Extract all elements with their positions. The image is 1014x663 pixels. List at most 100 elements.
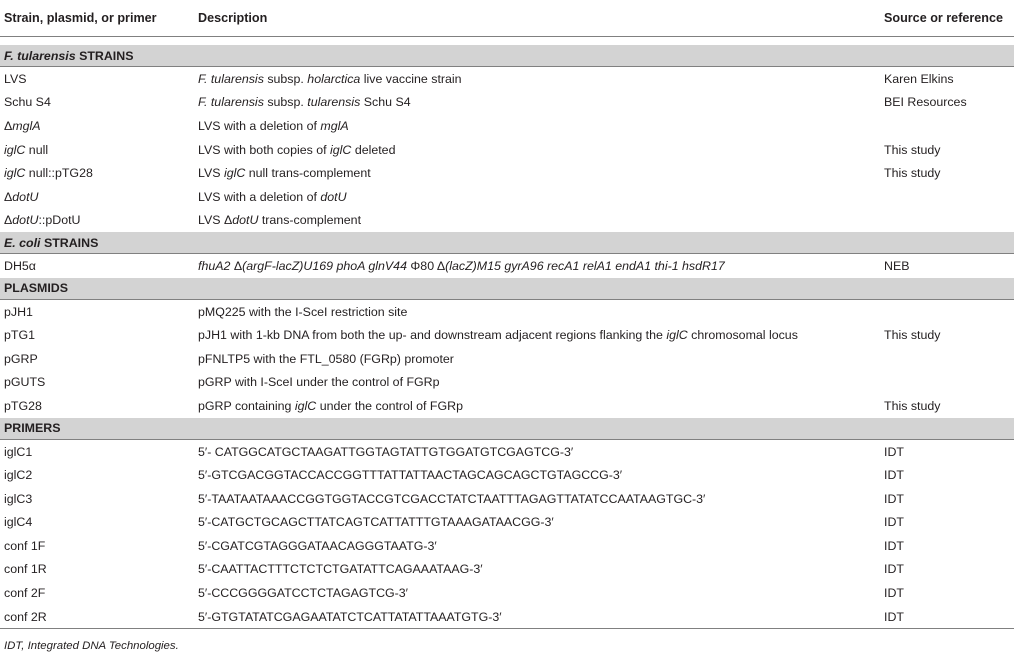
section-header: F. tularensis STRAINS [0, 45, 1014, 67]
cell-source [880, 347, 1014, 371]
col-header-description: Description [194, 0, 880, 37]
cell-name: iglC2 [4, 468, 33, 483]
table-row: iglC2 5′-GTCGACGGTACCACCGGTTTATTATTAACTAG… [0, 463, 1014, 487]
section-title: PRIMERS [0, 417, 1014, 440]
cell-description: pJH1 with 1-kb DNA from both the up- and… [198, 328, 798, 343]
cell-source: This study [884, 398, 941, 413]
table-row: conf 2F 5′-CCCGGGGATCCTCTAGAGTCG-3′ IDT [0, 581, 1014, 605]
cell-source: IDT [884, 515, 904, 530]
cell-description: 5′-CCCGGGGATCCTCTAGAGTCG-3′ [198, 586, 409, 601]
cell-name: pGRP [4, 351, 38, 366]
cell-source: IDT [884, 538, 904, 553]
table-row: pTG28 pGRP containing iglC under the cont… [0, 394, 1014, 418]
cell-description: pGRP with I-SceI under the control of FG… [198, 375, 440, 390]
cell-source: IDT [884, 586, 904, 601]
cell-source: IDT [884, 444, 904, 459]
table-row: Schu S4 F. tularensis subsp. tularensis S… [0, 91, 1014, 115]
cell-source [880, 185, 1014, 209]
cell-description: fhuA2 Δ(argF-lacZ)U169 phoA glnV44 Φ80 Δ… [198, 258, 725, 273]
header-row: Strain, plasmid, or primer Description S… [0, 0, 1014, 37]
cell-description: F. tularensis subsp. holarctica live vac… [198, 71, 462, 86]
table-row: pTG1 pJH1 with 1-kb DNA from both the up-… [0, 323, 1014, 347]
cell-source: NEB [884, 258, 910, 273]
cell-name: DH5α [4, 258, 36, 273]
cell-description: 5′-CGATCGTAGGGATAACAGGGTAATG-3′ [198, 538, 437, 553]
cell-source [880, 299, 1014, 323]
cell-description: pFNLTP5 with the FTL_0580 (FGRp) promote… [198, 351, 454, 366]
table-row: iglC3 5′-TAATAATAAACCGGTGGTACCGTCGACCTATC… [0, 487, 1014, 511]
table-row: ΔmglA LVS with a deletion of mglA [0, 114, 1014, 138]
table-footnote: IDT, Integrated DNA Technologies. [4, 640, 179, 653]
table-row: pGRP pFNLTP5 with the FTL_0580 (FGRp) pro… [0, 347, 1014, 371]
table-body: F. tularensis STRAINS LVS F. tularensis su… [0, 45, 1014, 630]
table-row: ΔdotU::pDotU LVS ΔdotU trans-complement [0, 209, 1014, 233]
cell-source: This study [884, 142, 941, 157]
cell-description: 5′-TAATAATAAACCGGTGGTACCGTCGACCTATCTAATT… [198, 491, 706, 506]
cell-description: 5′- CATGGCATGCTAAGATTGGTAGTATTGTGGATGTCG… [198, 444, 574, 459]
cell-description: pGRP containing iglC under the control o… [198, 398, 463, 413]
cell-name: Schu S4 [4, 95, 51, 110]
cell-name: pJH1 [4, 304, 33, 319]
cell-description: LVS with both copies of iglC deleted [198, 142, 396, 157]
cell-description: LVS iglC null trans-complement [198, 166, 371, 181]
cell-description: 5′-GTCGACGGTACCACCGGTTTATTATTAACTAGCAGCA… [198, 468, 623, 483]
table-row: iglC null LVS with both copies of iglC de… [0, 138, 1014, 162]
cell-source: BEI Resources [884, 95, 967, 110]
col-header-name: Strain, plasmid, or primer [0, 0, 194, 37]
cell-name: iglC4 [4, 515, 33, 530]
cell-source: This study [884, 166, 941, 181]
header-gap [0, 37, 1014, 46]
table-row: iglC1 5′- CATGGCATGCTAAGATTGGTAGTATTGTGGA… [0, 439, 1014, 463]
cell-description: 5′-CATGCTGCAGCTTATCAGTCATTATTTGTAAAGATAA… [198, 515, 554, 530]
section-title: E. coli STRAINS [0, 232, 1014, 255]
table-row: LVS F. tularensis subsp. holarctica live … [0, 67, 1014, 91]
cell-name: iglC null [4, 142, 49, 157]
cell-name: iglC1 [4, 444, 33, 459]
cell-source: This study [884, 328, 941, 343]
cell-description: pMQ225 with the I-SceI restriction site [198, 304, 408, 319]
cell-description: LVS with a deletion of dotU [198, 189, 347, 204]
cell-source: IDT [880, 604, 1014, 630]
cell-description: 5′-CAATTACTTTCTCTCTGATATTCAGAAATAAG-3′ [198, 562, 483, 577]
section-header: E. coli STRAINS [0, 232, 1014, 255]
strains-plasmids-primers-table: Strain, plasmid, or primer Description S… [0, 0, 1014, 630]
cell-description: F. tularensis subsp. tularensis Schu S4 [198, 95, 411, 110]
cell-description: 5′-GTGTATATCGAGAATATCTCATTATATTAAATGTG-3… [194, 604, 880, 630]
cell-name: conf 2F [4, 586, 46, 601]
cell-name: pTG28 [4, 398, 42, 413]
cell-name: ΔmglA [4, 118, 41, 133]
cell-name: conf 2R [0, 604, 194, 630]
cell-name: ΔdotU [4, 189, 39, 204]
table-row: iglC null::pTG28 LVS iglC null trans-comp… [0, 161, 1014, 185]
table-row: conf 1F 5′-CGATCGTAGGGATAACAGGGTAATG-3′ ID… [0, 534, 1014, 558]
cell-source: Karen Elkins [884, 71, 954, 86]
cell-source: IDT [884, 562, 904, 577]
table-row: ΔdotU LVS with a deletion of dotU [0, 185, 1014, 209]
cell-name: conf 1F [4, 538, 46, 553]
cell-name: LVS [4, 71, 27, 86]
cell-name: pGUTS [4, 375, 46, 390]
table-row: iglC4 5′-CATGCTGCAGCTTATCAGTCATTATTTGTAAA… [0, 511, 1014, 535]
section-title: PLASMIDS [0, 277, 1014, 300]
cell-name: pTG1 [4, 328, 35, 343]
table-row: conf 1R 5′-CAATTACTTTCTCTCTGATATTCAGAAATA… [0, 558, 1014, 582]
col-header-source: Source or reference [880, 0, 1014, 37]
cell-name: iglC null::pTG28 [4, 166, 93, 181]
cell-name: conf 1R [4, 562, 47, 577]
cell-description: LVS with a deletion of mglA [198, 118, 349, 133]
table-row: pGUTS pGRP with I-SceI under the control … [0, 371, 1014, 395]
cell-description: LVS ΔdotU trans-complement [198, 213, 362, 228]
section-title: F. tularensis STRAINS [0, 45, 1014, 67]
cell-source [880, 114, 1014, 138]
table-row: pJH1 pMQ225 with the I-SceI restriction s… [0, 299, 1014, 323]
cell-name: iglC3 [4, 491, 33, 506]
table-row: DH5α fhuA2 Δ(argF-lacZ)U169 phoA glnV44 Φ… [0, 254, 1014, 278]
cell-source [880, 371, 1014, 395]
cell-source: IDT [884, 468, 904, 483]
section-header: PRIMERS [0, 417, 1014, 440]
cell-name: ΔdotU::pDotU [4, 213, 81, 228]
cell-source: IDT [884, 491, 904, 506]
section-header: PLASMIDS [0, 277, 1014, 300]
cell-source [880, 209, 1014, 233]
